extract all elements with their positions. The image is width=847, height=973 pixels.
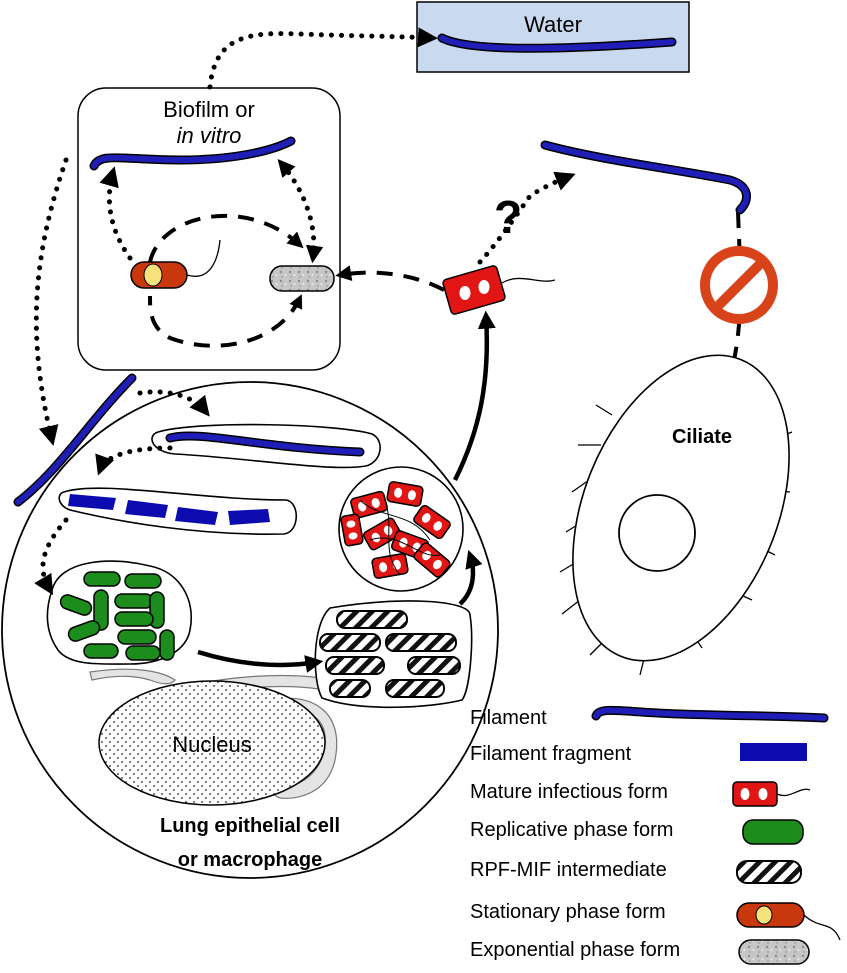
legend-swatch-exponential [738,939,810,965]
legend-label-exponential: Exponential phase form [470,939,680,961]
host-label-line2: or macrophage [178,849,322,871]
legend-label-mif: Mature infectious form [470,781,668,803]
replicative-cells [59,571,175,661]
ciliate: Ciliate [559,354,793,676]
no-symbol-icon [700,246,778,324]
legend: Filament Filament fragment Mature infect… [470,705,841,965]
biofilm-to-host-arrow [33,157,69,446]
legend-swatch-fragment [740,743,807,761]
legend-item-filament: Filament [470,705,829,729]
intermediate-cells [319,610,461,698]
fragment-vacuole [58,487,298,535]
fragment-to-replicative-arrow [34,517,69,596]
mif-cluster [340,481,451,579]
intermediate-vacuole [314,600,473,709]
biofilm-label-line1: Biofilm or [163,97,255,122]
ciliate-nucleus [618,494,696,572]
biofilm-to-water-arrow [207,27,438,90]
legend-label-stationary: Stationary phase form [470,901,666,923]
legend-label-filament: Filament [470,707,547,729]
mif-release-arrow [452,310,496,482]
question-mark: ? [494,191,522,243]
biofilm-filament [89,136,296,171]
legend-item-fragment: Filament fragment [470,743,807,765]
mif-to-exponential-arrow [335,265,445,292]
legend-label-fragment: Filament fragment [470,743,632,765]
stationary-to-filament-arrow [99,166,133,261]
vacuole-to-fragment-arrow [95,445,173,476]
ciliate-label: Ciliate [672,426,732,448]
mif-to-filament-arrow [477,171,576,265]
exponential-phase-cell [269,265,335,292]
biofilm-box: Biofilm or in vitro [77,87,341,371]
legend-swatch-stationary [736,902,841,941]
nucleus-label: Nucleus [172,732,251,757]
entering-filament [13,373,137,507]
exponential-filament-arrow [277,159,324,264]
replicative-to-intermediate-arrow [197,649,324,673]
er-membrane-3 [89,668,176,685]
legend-item-intermediate: RPF-MIF intermediate [470,859,802,884]
water-label: Water [524,12,582,37]
replicative-vacuole [46,560,192,665]
legend-item-exponential: Exponential phase form [470,939,810,965]
stationary-phase-cell [130,239,221,289]
legend-label-intermediate: RPF-MIF intermediate [470,859,667,881]
legend-swatch-rpf [742,819,804,845]
free-filament [540,140,751,215]
intermediate-to-mif-arrow [458,549,483,606]
cycle-arrow-bottom [148,294,303,348]
mif-vacuole [338,466,464,592]
biofilm-label-line2: in vitro [177,123,242,148]
legend-item-stationary: Stationary phase form [470,901,841,941]
water-filament [437,33,677,53]
legend-label-rpf: Replicative phase form [470,819,673,841]
legend-item-mif: Mature infectious form [470,781,811,807]
legend-item-rpf: Replicative phase form [470,819,804,845]
legend-swatch-intermediate [736,860,802,884]
filament-vacuole [151,423,381,469]
legend-swatch-mif [732,781,811,807]
nucleus: Nucleus [98,680,326,806]
host-label-line1: Lung epithelial cell [160,815,340,837]
water-box: Water [416,1,690,73]
host-cell: Nucleus Lung epithelial cell or macropha… [1,381,499,879]
free-mif-cell [442,265,556,315]
